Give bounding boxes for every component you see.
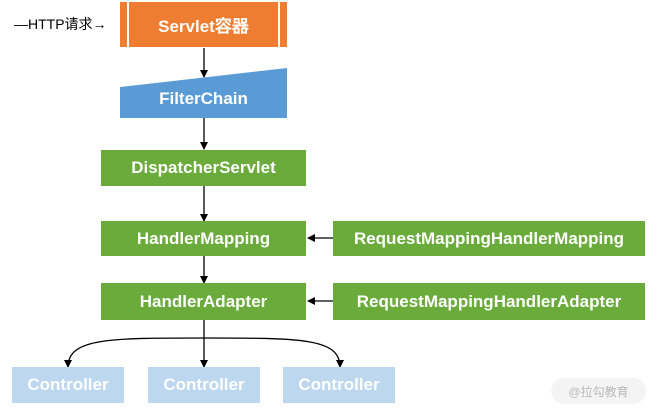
- controller-node-3: Controller: [283, 367, 395, 403]
- watermark: @拉勾教育: [551, 378, 646, 404]
- servlet-container-label: Servlet容器: [158, 17, 249, 36]
- controller-node-2: Controller: [148, 367, 260, 403]
- servlet-right-bar: [278, 2, 280, 47]
- controller-label-1: Controller: [27, 375, 109, 394]
- arrow-handleradapter-to-controller-3: [203, 337, 344, 368]
- dispatcher-servlet-node: DispatcherServlet: [101, 150, 306, 186]
- servlet-container-node: Servlet容器: [120, 2, 287, 47]
- controller-label-3: Controller: [298, 375, 380, 394]
- servlet-left-bar: [127, 2, 129, 47]
- filterchain-label: FilterChain: [159, 89, 248, 108]
- handler-mapping-label: HandlerMapping: [136, 228, 271, 248]
- request-mapping-handler-adapter-node: RequestMappingHandlerAdapter: [333, 283, 645, 320]
- request-mapping-handler-mapping-node: RequestMappingHandlerMapping: [333, 221, 645, 256]
- handler-mapping-node: HandlerMapping: [101, 221, 306, 256]
- request-mapping-handler-adapter-label: RequestMappingHandlerAdapter: [356, 291, 622, 311]
- handler-adapter-node: HandlerAdapter: [101, 283, 306, 320]
- handler-adapter-label: HandlerAdapter: [139, 291, 268, 311]
- dispatcher-servlet-label: DispatcherServlet: [131, 158, 276, 177]
- http-request-label: —HTTP请求→: [14, 16, 107, 32]
- filterchain-shape: [120, 68, 287, 118]
- controller-node-1: Controller: [12, 367, 124, 403]
- request-mapping-handler-mapping-label: RequestMappingHandlerMapping: [353, 228, 625, 248]
- filterchain-node: FilterChain: [120, 68, 287, 118]
- controller-label-2: Controller: [163, 375, 245, 394]
- arrow-handleradapter-to-controller-1: [64, 337, 205, 368]
